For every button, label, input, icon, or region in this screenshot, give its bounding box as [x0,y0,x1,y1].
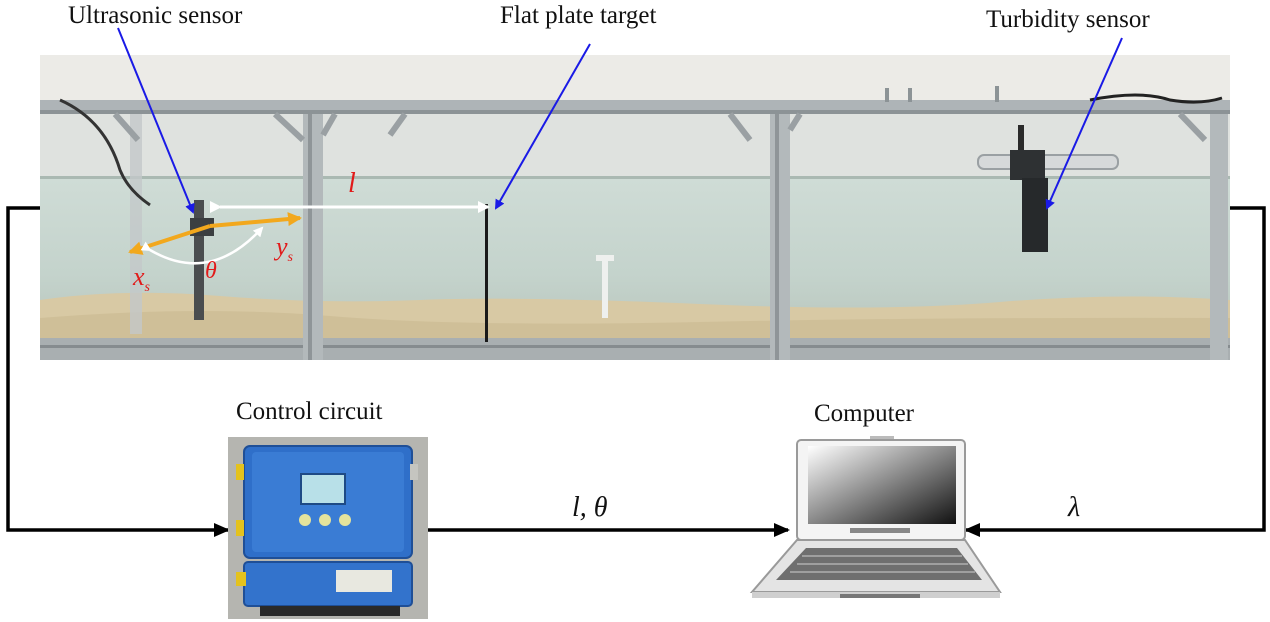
tank-to-circuit-line [6,206,230,537]
laptop-icon [749,436,1002,598]
x-axis-letter: x [133,262,145,291]
y-axis-symbol: ys [276,232,293,266]
ultrasonic-sensor-label: Ultrasonic sensor [68,2,243,29]
turbidity-to-computer-line [964,206,1266,537]
flat-plate-target-label: Flat plate target [500,2,657,29]
x-axis-symbol: xs [133,262,150,296]
plate-leader-arrow [495,43,591,210]
turbidity-to-computer-label: λ [1068,492,1081,523]
computer-label: Computer [814,400,914,427]
y-axis-arrow [209,212,302,228]
distance-symbol: l [348,168,356,199]
control-box-icon [228,437,428,619]
control-circuit-label: Control circuit [236,398,383,425]
x-axis-subscript: s [144,280,150,296]
tank-photo [40,55,1230,360]
theta-arc [140,226,264,265]
signal-lines [6,206,1266,537]
circuit-to-computer-label: l, θ [572,492,608,523]
y-axis-letter: y [276,232,288,261]
turbidity-sensor-label: Turbidity sensor [986,6,1150,33]
angle-symbol: θ [205,258,217,284]
ultrasonic-leader-arrow [117,27,195,214]
leader-arrows [117,27,1123,214]
y-axis-subscript: s [287,250,293,266]
turbidity-leader-arrow [1045,37,1123,210]
